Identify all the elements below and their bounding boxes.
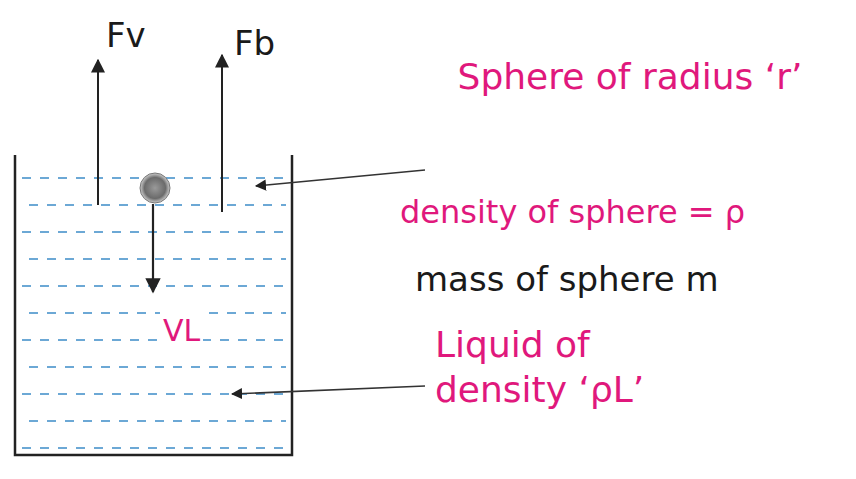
leader-line <box>256 170 425 186</box>
liquid-dash <box>29 258 286 260</box>
force-label: Fv <box>106 14 146 57</box>
liquid-dash <box>29 204 286 206</box>
liquid-dash <box>29 366 286 368</box>
annotation: Sphere of radius ‘r’ <box>430 54 830 101</box>
force-arrow <box>221 55 223 212</box>
force-label: Fb <box>234 22 275 65</box>
velocity-label: VL <box>160 312 203 350</box>
force-arrow <box>97 60 99 205</box>
leader-line <box>232 386 425 394</box>
velocity-arrow <box>152 204 154 292</box>
sphere <box>140 173 170 203</box>
liquid-dash <box>29 312 286 314</box>
annotation: Liquid of density ‘ρL’ <box>435 322 725 412</box>
liquid-dash <box>22 447 286 449</box>
liquid-dash <box>22 339 286 341</box>
beaker <box>15 155 292 455</box>
liquid-dash <box>29 420 286 422</box>
annotation: mass of sphere m <box>415 258 845 301</box>
annotation: density of sphere = ρ <box>400 192 852 232</box>
liquid-dashes <box>22 178 286 448</box>
